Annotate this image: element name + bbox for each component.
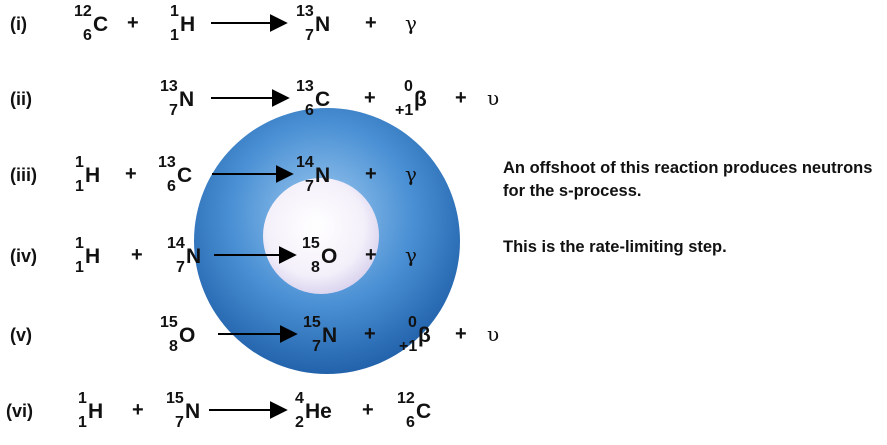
reactant-mass-number: 1 [75, 154, 84, 171]
annotation-iii: An offshoot of this reaction produces ne… [503, 159, 873, 200]
reactant-symbol: H [88, 400, 104, 423]
reactant-mass-number: 1 [75, 235, 84, 252]
plus-sign: + [365, 244, 377, 266]
product-atomic-number: 7 [305, 27, 314, 44]
reaction-label: (ii) [10, 89, 32, 109]
reactant-mass-number: 13 [160, 78, 178, 95]
plus-sign: + [364, 323, 376, 345]
product-symbol: N [315, 13, 331, 36]
reactant-symbol: N [185, 400, 201, 423]
product-symbol: C [416, 400, 432, 423]
product-atomic-number: +1 [399, 338, 418, 355]
reactant-mass-number: 1 [170, 3, 179, 20]
reactant-atomic-number: 8 [169, 338, 178, 355]
reactant-atomic-number: 1 [78, 414, 87, 431]
plus-sign: + [455, 323, 467, 345]
reactant-atomic-number: 7 [169, 102, 178, 119]
annotation-iv: This is the rate-limiting step. [503, 238, 727, 256]
product-symbol: υ [487, 322, 500, 346]
plus-sign: + [132, 399, 144, 421]
product-atomic-number: +1 [395, 102, 414, 119]
product-mass-number: 15 [302, 235, 320, 252]
reactant-symbol: C [93, 13, 109, 36]
product-mass-number: 13 [296, 78, 314, 95]
reactant-atomic-number: 6 [167, 178, 176, 195]
product-atomic-number: 7 [312, 338, 321, 355]
product-mass-number: 4 [295, 390, 304, 407]
reactant-atomic-number: 1 [170, 27, 179, 44]
reactant-symbol: C [177, 164, 193, 187]
product-symbol: γ [405, 243, 417, 267]
reaction-label: (v) [10, 325, 32, 345]
reaction-label: (iv) [10, 246, 37, 266]
product-mass-number: 14 [296, 154, 314, 171]
product-symbol: C [315, 88, 331, 111]
plus-sign: + [455, 87, 467, 109]
product-symbol: N [315, 164, 331, 187]
product-atomic-number: 7 [305, 178, 314, 195]
plus-sign: + [364, 87, 376, 109]
reactant-mass-number: 1 [78, 390, 87, 407]
reactant-mass-number: 15 [160, 314, 178, 331]
reactant-atomic-number: 1 [75, 259, 84, 276]
product-mass-number: 0 [408, 314, 417, 331]
product-symbol: O [321, 245, 338, 268]
reactant-mass-number: 14 [167, 235, 185, 252]
reactant-atomic-number: 1 [75, 178, 84, 195]
product-symbol: υ [487, 86, 500, 110]
product-atomic-number: 2 [295, 414, 304, 431]
inner-core [263, 178, 379, 294]
plus-sign: + [365, 12, 377, 34]
product-atomic-number: 6 [305, 102, 314, 119]
reactant-mass-number: 15 [166, 390, 184, 407]
product-symbol: γ [405, 162, 417, 186]
reactant-symbol: H [85, 164, 101, 187]
reaction-label: (vi) [6, 401, 33, 421]
reactant-atomic-number: 7 [175, 414, 184, 431]
reactant-atomic-number: 7 [176, 259, 185, 276]
reactant-symbol: H [85, 245, 101, 268]
plus-sign: + [131, 244, 143, 266]
reactant-symbol: O [179, 324, 196, 347]
product-atomic-number: 8 [311, 259, 320, 276]
reaction-label: (i) [10, 14, 27, 34]
reactant-mass-number: 12 [74, 3, 92, 20]
reactant-symbol: N [186, 245, 202, 268]
product-mass-number: 15 [303, 314, 321, 331]
reactant-symbol: H [180, 13, 196, 36]
product-atomic-number: 6 [406, 414, 415, 431]
product-symbol: N [322, 324, 338, 347]
plus-sign: + [365, 163, 377, 185]
reactant-mass-number: 13 [158, 154, 176, 171]
reactant-atomic-number: 6 [83, 27, 92, 44]
product-symbol: γ [405, 11, 417, 35]
product-symbol: He [305, 400, 332, 423]
plus-sign: + [362, 399, 374, 421]
plus-sign: + [127, 12, 139, 34]
product-mass-number: 12 [397, 390, 415, 407]
plus-sign: + [125, 163, 137, 185]
product-symbol: β [414, 88, 427, 111]
reactant-symbol: N [179, 88, 195, 111]
reaction-label: (iii) [10, 165, 37, 185]
product-mass-number: 0 [404, 78, 413, 95]
product-symbol: β [418, 324, 431, 347]
product-mass-number: 13 [296, 3, 314, 20]
